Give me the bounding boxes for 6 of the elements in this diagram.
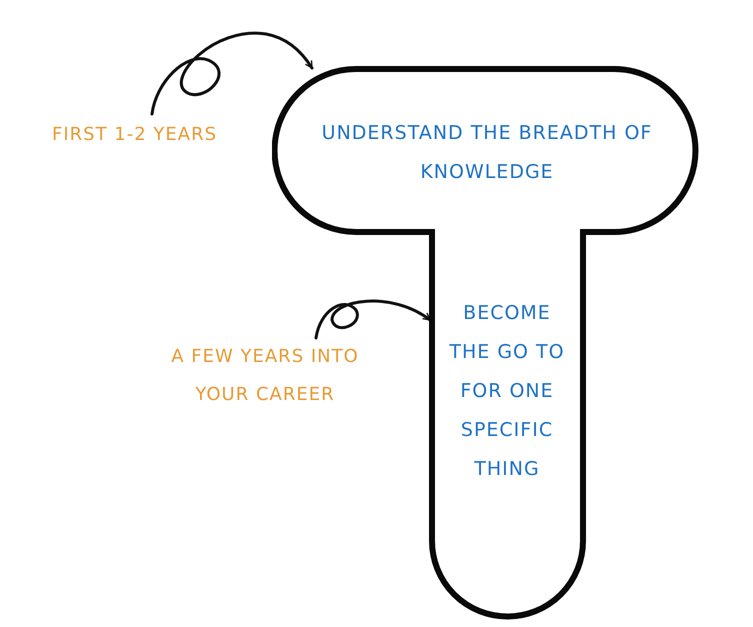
depth-text: BECOME THE GO TO FOR ONE SPECIFIC THING [448, 301, 566, 482]
time-label: FIRST 1-2 YEARS [52, 116, 242, 154]
curly-arrow [314, 300, 432, 340]
breadth-text: UNDERSTAND THE BREADTH OF KNOWLEDGE [320, 121, 654, 185]
curly-arrow [150, 32, 314, 116]
time-label: A FEW YEARS INTO YOUR CAREER [150, 338, 380, 414]
